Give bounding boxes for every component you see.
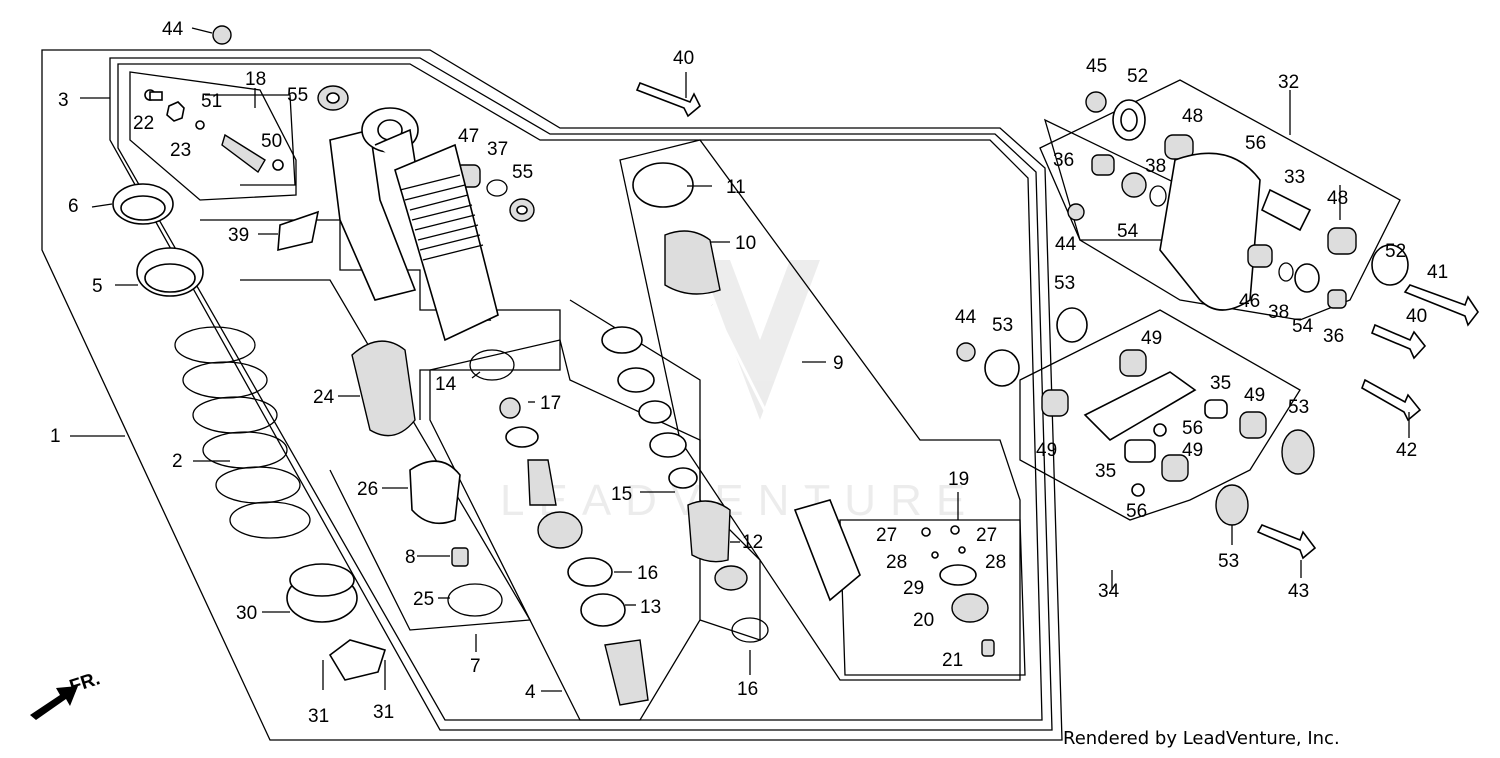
callout-28b: 28 xyxy=(985,552,1006,573)
callout-36b: 36 xyxy=(1323,326,1344,347)
callout-4: 4 xyxy=(525,682,536,703)
callout-52b: 52 xyxy=(1385,241,1406,262)
callout-54a: 54 xyxy=(1117,221,1139,242)
adjuster-18-icon xyxy=(221,133,266,174)
callout-23: 23 xyxy=(170,140,191,161)
callout-49b: 49 xyxy=(1244,385,1265,406)
callout-48b: 48 xyxy=(1327,188,1348,209)
callout-46: 46 xyxy=(1239,291,1260,312)
callout-26: 26 xyxy=(357,479,378,500)
callout-34: 34 xyxy=(1098,581,1120,602)
callout-51: 51 xyxy=(201,91,222,112)
callout-31a: 31 xyxy=(308,706,329,727)
callout-53b: 53 xyxy=(992,315,1013,336)
parts xyxy=(30,25,1479,720)
spring-2-icon xyxy=(174,326,311,539)
callout-15: 15 xyxy=(611,484,632,505)
bump-stop-10-icon xyxy=(664,230,721,295)
callout-43: 43 xyxy=(1288,581,1309,602)
callout-41: 41 xyxy=(1427,262,1448,283)
callout-24: 24 xyxy=(313,387,335,408)
callout-13: 13 xyxy=(640,597,661,618)
callout-32: 32 xyxy=(1278,72,1299,93)
callout-54b: 54 xyxy=(1292,316,1314,337)
callout-19: 19 xyxy=(948,469,969,490)
callout-18: 18 xyxy=(245,69,266,90)
callout-30: 30 xyxy=(236,603,257,624)
callout-27b: 27 xyxy=(976,525,997,546)
callout-38b: 38 xyxy=(1268,302,1289,323)
callout-45: 45 xyxy=(1086,56,1107,77)
callout-21: 21 xyxy=(942,650,963,671)
callout-7: 7 xyxy=(470,656,481,677)
callout-56c: 56 xyxy=(1126,501,1147,522)
callout-49c: 49 xyxy=(1036,440,1057,461)
callout-53c: 53 xyxy=(1288,397,1309,418)
callout-28a: 28 xyxy=(886,552,907,573)
leadventure-watermark: LEADVENTURE xyxy=(500,260,979,525)
callout-53d: 53 xyxy=(1218,551,1239,572)
callout-25: 25 xyxy=(413,589,434,610)
front-arrow-icon xyxy=(30,686,78,720)
callout-50: 50 xyxy=(261,131,282,152)
callout-44b: 44 xyxy=(1055,234,1077,255)
callout-40: 40 xyxy=(673,48,694,69)
callout-14: 14 xyxy=(435,374,457,395)
callout-35b: 35 xyxy=(1095,461,1116,482)
callout-39: 39 xyxy=(228,225,249,246)
connecting-rod-34-icon xyxy=(1083,371,1197,442)
callout-47: 47 xyxy=(458,126,479,147)
callout-55: 55 xyxy=(287,85,308,106)
callout-31b: 31 xyxy=(373,702,394,723)
callout-2: 2 xyxy=(172,451,183,472)
callout-53a: 53 xyxy=(1054,273,1075,294)
callout-3: 3 xyxy=(58,90,69,111)
callout-49a: 49 xyxy=(1141,328,1162,349)
callout-1: 1 xyxy=(50,426,61,447)
stop-cap-11-icon xyxy=(632,162,694,208)
callout-48a: 48 xyxy=(1182,106,1203,127)
damper-rod-9-icon xyxy=(710,304,861,602)
callout-27a: 27 xyxy=(876,525,897,546)
callout-10: 10 xyxy=(735,233,756,254)
callout-56a: 56 xyxy=(1245,133,1266,154)
callout-29: 29 xyxy=(903,578,924,599)
callout-40b: 40 xyxy=(1406,306,1427,327)
credit-text: Rendered by LeadVenture, Inc. xyxy=(1063,728,1340,749)
front-direction-label: FR. xyxy=(67,668,103,697)
callout-49d: 49 xyxy=(1182,440,1203,461)
callout-33: 33 xyxy=(1284,167,1305,188)
callout-20: 20 xyxy=(913,610,934,631)
callout-labels: 44 3 18 51 22 23 50 55 6 39 5 1 2 24 26 … xyxy=(50,19,1448,727)
callout-16a: 16 xyxy=(637,563,658,584)
callout-42: 42 xyxy=(1396,440,1417,461)
callout-5: 5 xyxy=(92,276,103,297)
watermark-text: LEADVENTURE xyxy=(500,476,979,525)
nut-44-icon xyxy=(212,25,232,45)
callout-52a: 52 xyxy=(1127,66,1148,87)
callout-56b: 56 xyxy=(1182,418,1203,439)
shock-body-icon xyxy=(329,107,499,342)
leader-lines xyxy=(70,27,1410,692)
bladder-24-icon xyxy=(351,340,416,437)
callout-22: 22 xyxy=(133,113,154,134)
callout-44c: 44 xyxy=(955,307,977,328)
callout-36a: 36 xyxy=(1053,150,1074,171)
callout-38a: 38 xyxy=(1145,156,1166,177)
callout-8: 8 xyxy=(405,547,416,568)
shock-arm-32-icon xyxy=(1159,152,1261,311)
assembly-outlines xyxy=(41,49,1401,741)
callout-17: 17 xyxy=(540,393,561,414)
callout-44: 44 xyxy=(162,19,184,40)
callout-6: 6 xyxy=(68,196,79,217)
callout-35a: 35 xyxy=(1210,373,1231,394)
callout-12: 12 xyxy=(742,532,763,553)
callout-16b: 16 xyxy=(737,679,758,700)
callout-9: 9 xyxy=(833,353,844,374)
callout-55b: 55 xyxy=(512,162,533,183)
callout-37: 37 xyxy=(487,139,508,160)
callout-11: 11 xyxy=(726,177,746,198)
